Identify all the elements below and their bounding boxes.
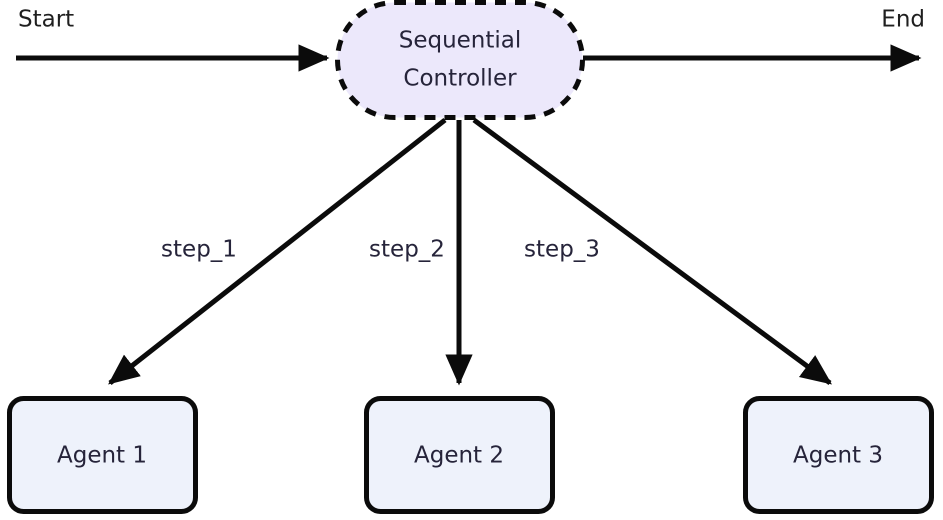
agent-3-node[interactable] bbox=[743, 396, 934, 514]
end-label: End bbox=[881, 7, 925, 33]
edge-step-1-line bbox=[108, 118, 447, 385]
agent-3-label: Agent 3 bbox=[793, 443, 883, 469]
sequential-controller-label-line2: Controller bbox=[403, 66, 517, 92]
agent-1-node[interactable] bbox=[7, 396, 198, 514]
agent-1-label: Agent 1 bbox=[57, 443, 147, 469]
sequential-controller-label-line1: Sequential bbox=[399, 28, 522, 54]
edge-label-step-3: step_3 bbox=[524, 237, 600, 263]
agent-2-label: Agent 2 bbox=[414, 443, 504, 469]
edge-step-3-line bbox=[472, 117, 832, 386]
agent-2-node[interactable] bbox=[364, 396, 555, 514]
sequential-controller-node[interactable] bbox=[335, 0, 585, 120]
start-label: Start bbox=[18, 7, 74, 33]
edge-label-step-2: step_2 bbox=[369, 237, 445, 263]
edge-label-step-1: step_1 bbox=[161, 237, 237, 263]
